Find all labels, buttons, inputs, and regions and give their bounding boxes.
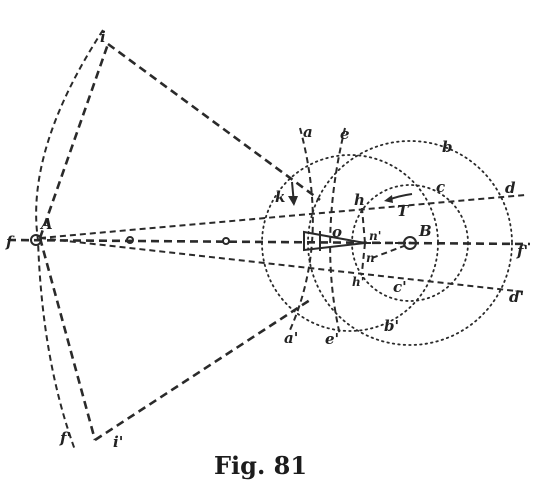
axis-f [7,238,531,246]
label-b-prime: b' [384,317,399,335]
label-e-prime: e' [325,330,339,348]
label-c: c [436,178,445,196]
line-A-to-f-prime [38,237,97,441]
label-f: f [5,233,15,251]
line-A-to-i [38,43,110,239]
label-n-prime: n' [369,229,381,243]
line-i-to-k [107,42,321,202]
arc-e [329,127,346,336]
point-B-center [408,241,412,245]
point-mid-1 [126,236,134,244]
circle-h [261,154,439,332]
label-B: B [418,222,432,240]
label-a-prime: a' [284,329,298,347]
label-o: o [332,223,342,241]
line-n-to-B-lower [371,245,405,259]
label-f-prime-right: f' [516,242,528,260]
circle-c [351,184,469,302]
line-n-to-h-lower [361,242,366,273]
label-n: n [366,251,375,265]
line-f-prime-to-a-prime [94,298,311,442]
arrow-k-head [288,196,298,206]
label-k: k [275,188,285,206]
label-f-prime-bottom: f' [59,429,71,447]
arc-a [289,127,314,331]
point-mid-2 [222,237,230,245]
ray-A-to-d-prime [39,237,526,293]
wedge-shape [303,230,366,252]
label-A: A [39,215,53,233]
line-n-to-h-upper [361,207,366,244]
label-i: i [100,28,106,46]
circle-b [307,140,513,346]
arrow-T-head [384,195,393,203]
point-A [30,234,42,246]
label-e: e [340,125,350,143]
label-a: a [303,123,313,141]
label-d-prime: d' [509,288,524,306]
label-d: d [505,179,516,197]
label-c-prime: c' [393,278,407,296]
label-i-prime: i' [113,433,123,451]
point-B [403,236,417,250]
label-h: h [354,191,365,209]
label-T: T [397,202,410,220]
figure-caption: Fig. 81 [214,451,307,480]
ray-A-to-d [39,194,526,239]
label-h-prime: h' [352,275,364,289]
label-b: b [442,138,453,156]
